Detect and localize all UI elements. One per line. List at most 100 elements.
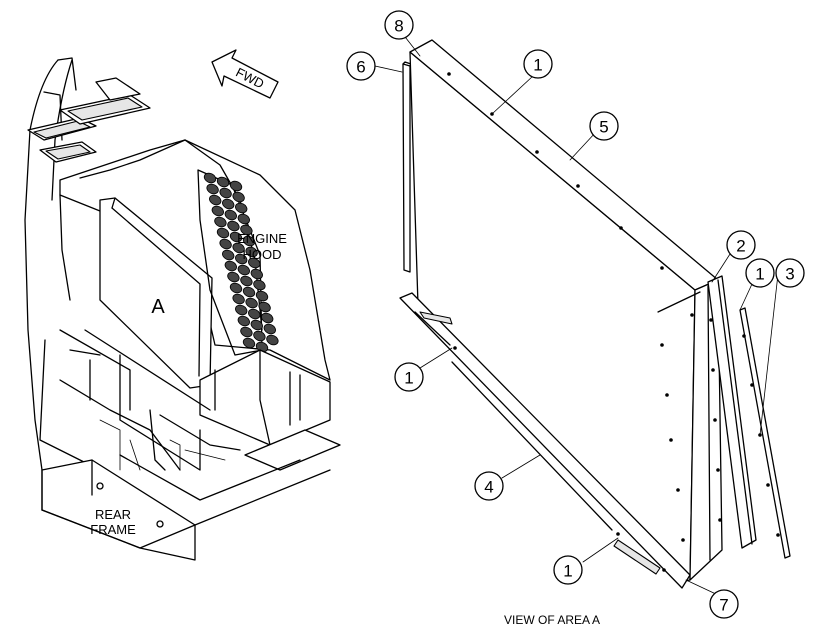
grille-hole: [229, 180, 243, 192]
callout-number: 1: [404, 369, 413, 388]
callout-1-left: 1: [394, 362, 424, 392]
grille-hole: [235, 253, 248, 265]
bottom-flange-part-4: [399, 292, 691, 589]
grille-hole: [250, 268, 263, 280]
callout-3: 3: [775, 258, 805, 288]
callout-4: 4: [474, 471, 504, 501]
bolt: [711, 368, 715, 372]
grille-hole: [232, 242, 245, 254]
bolt: [576, 184, 580, 188]
callout-bubble: [394, 362, 424, 392]
grille-hole: [235, 202, 248, 214]
bolt: [669, 438, 673, 442]
callout-2: 2: [726, 230, 756, 260]
grille-hole: [253, 330, 266, 342]
grille-hole: [240, 275, 253, 287]
bolt: [665, 393, 669, 397]
bolt: [681, 538, 685, 542]
callout-number: 5: [599, 118, 608, 137]
grille-hole: [237, 213, 250, 225]
grille-hole: [258, 301, 271, 313]
callout-bubble: [523, 49, 553, 79]
bolt: [660, 343, 664, 347]
bolt: [709, 318, 713, 322]
callout-bubble: [726, 230, 756, 260]
bolt: [750, 383, 754, 387]
bolt: [660, 266, 664, 270]
bolt: [776, 533, 780, 537]
door-panel: [409, 51, 696, 583]
callout-number: 7: [719, 596, 728, 615]
grille-hole: [224, 260, 237, 272]
callout-5: 5: [589, 111, 619, 141]
grille-hole: [242, 286, 256, 298]
rear-frame-label-line1: REAR: [95, 507, 131, 522]
grille-hole: [240, 326, 253, 338]
grille-hole: [224, 209, 237, 221]
bolt: [616, 532, 620, 536]
callout-8: 8: [384, 10, 414, 40]
callout-number: 4: [484, 478, 493, 497]
bolt: [766, 483, 770, 487]
grille-hole: [232, 191, 245, 203]
grille-hole: [248, 257, 261, 269]
grille-hole: [222, 198, 235, 210]
area-label: A: [151, 296, 165, 318]
exploded-door-view: [399, 39, 791, 589]
callout-number: 3: [785, 265, 794, 284]
grille-hole: [245, 246, 258, 258]
hood-grille: [197, 169, 279, 356]
forward-direction-arrow: FWD: [211, 49, 279, 99]
grille-hole: [219, 187, 232, 199]
grille-hole: [261, 312, 274, 324]
grille-hole: [209, 194, 222, 206]
grille-hole: [263, 323, 276, 335]
callout-number: 1: [533, 56, 542, 75]
callout-number: 2: [736, 237, 745, 256]
callout-bubble: [589, 111, 619, 141]
rear-frame-label-line2: FRAME: [90, 522, 136, 537]
grille-hole: [237, 264, 250, 276]
callout-1-top: 1: [523, 49, 553, 79]
grille-hole: [222, 249, 235, 261]
grille-hole: [266, 334, 279, 346]
leader-lines: [374, 32, 779, 596]
grille-hole: [237, 315, 250, 327]
grille-hole: [248, 308, 261, 320]
grille-hole: [227, 220, 240, 232]
mounting-bolts: [447, 72, 780, 572]
callout-1-right: 1: [745, 258, 775, 288]
grille-hole: [211, 205, 224, 217]
grille-hole: [255, 290, 269, 302]
seal-strip-part-6: [402, 63, 411, 273]
engine-hood-label-line2: HOOD: [243, 247, 282, 262]
callout-bubble: [745, 258, 775, 288]
bolt: [690, 313, 694, 317]
grille-hole: [229, 231, 243, 243]
grille-hole: [240, 224, 253, 236]
grille-hole: [216, 227, 230, 239]
bolt: [713, 418, 717, 422]
grille-hole: [229, 282, 243, 294]
grille-hole: [232, 293, 245, 305]
grille-hole: [250, 319, 263, 331]
bolt: [447, 72, 451, 76]
callout-7: 7: [709, 589, 739, 619]
grille-hole: [216, 176, 230, 188]
callout-bubble: [709, 589, 739, 619]
bolt: [676, 488, 680, 492]
callout-number: 6: [356, 58, 365, 77]
grille-hole: [253, 279, 266, 291]
grille-hole: [203, 172, 217, 184]
grille-hole: [206, 183, 219, 195]
view-caption: VIEW OF AREA A: [504, 613, 600, 627]
bolt: [716, 468, 720, 472]
callout-number: 8: [394, 17, 403, 36]
callout-1-bottom: 1: [553, 555, 583, 585]
grille-hole: [214, 216, 227, 228]
grille-hole: [227, 271, 240, 283]
callout-bubble: [474, 471, 504, 501]
rear-frame: [41, 454, 331, 561]
